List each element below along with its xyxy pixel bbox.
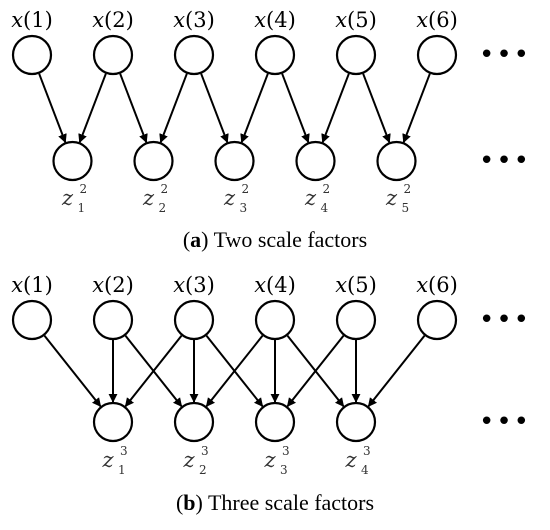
svg-text:4: 4 xyxy=(361,463,369,477)
svg-text:4: 4 xyxy=(321,201,329,215)
input-ellipsis: ••• xyxy=(479,40,531,70)
input-node-3 xyxy=(173,299,215,341)
input-label-4: x(4) xyxy=(254,8,296,32)
input-node-2 xyxy=(92,299,134,341)
svg-text:3: 3 xyxy=(120,444,128,458)
input-label-5: x(5) xyxy=(335,273,377,297)
input-node-3 xyxy=(173,34,215,76)
output-node-2 xyxy=(173,401,215,443)
svg-text:2: 2 xyxy=(242,182,250,196)
svg-text:z: z xyxy=(101,448,114,472)
edge-x4-to-z4 xyxy=(281,73,310,144)
output-ellipsis: ••• xyxy=(479,407,531,437)
svg-text:z: z xyxy=(344,448,357,472)
svg-text:2: 2 xyxy=(159,201,167,215)
output-node-2 xyxy=(133,140,174,182)
input-node-2 xyxy=(92,34,134,76)
edge-x2-to-z2 xyxy=(124,335,183,408)
edge-x3-to-z3 xyxy=(205,335,264,408)
input-node-6 xyxy=(416,34,458,76)
input-node-4 xyxy=(254,34,296,76)
output-node-5 xyxy=(376,140,417,182)
svg-text:z: z xyxy=(385,186,398,210)
input-node-1 xyxy=(11,34,53,76)
input-label-4: x(4) xyxy=(254,273,296,297)
output-node-4 xyxy=(295,140,336,182)
svg-text:2: 2 xyxy=(404,182,412,196)
input-label-1: x(1) xyxy=(11,273,53,297)
input-label-2: x(2) xyxy=(92,273,134,297)
svg-text:3: 3 xyxy=(282,444,290,458)
output-node-3 xyxy=(214,140,255,182)
svg-text:1: 1 xyxy=(78,201,86,215)
edge-x5-to-z5 xyxy=(362,73,391,144)
svg-text:z: z xyxy=(223,186,236,210)
edge-x6-to-z5 xyxy=(402,73,431,144)
input-ellipsis: ••• xyxy=(479,305,531,335)
edge-x2-to-z1 xyxy=(78,73,107,144)
svg-text:z: z xyxy=(263,448,276,472)
output-node-4 xyxy=(335,401,377,443)
svg-text:2: 2 xyxy=(323,182,331,196)
input-node-4 xyxy=(254,299,296,341)
input-label-6: x(6) xyxy=(416,273,458,297)
output-node-1 xyxy=(92,401,134,443)
output-node-3 xyxy=(254,401,296,443)
input-node-5 xyxy=(335,299,377,341)
edge-x1-to-z1 xyxy=(43,335,102,408)
output-node-1 xyxy=(52,140,93,182)
svg-text:5: 5 xyxy=(402,201,410,215)
svg-text:1: 1 xyxy=(118,463,126,477)
edge-x4-to-z4 xyxy=(286,335,345,408)
svg-text:2: 2 xyxy=(80,182,88,196)
svg-text:z: z xyxy=(142,186,155,210)
input-label-3: x(3) xyxy=(173,273,215,297)
input-label-6: x(6) xyxy=(416,8,458,32)
svg-text:3: 3 xyxy=(201,444,209,458)
svg-text:3: 3 xyxy=(363,444,371,458)
input-label-5: x(5) xyxy=(335,8,377,32)
caption-a: (a) Two scale factors xyxy=(183,227,367,252)
edge-x2-to-z2 xyxy=(119,73,148,144)
input-label-2: x(2) xyxy=(92,8,134,32)
input-node-1 xyxy=(11,299,53,341)
edge-x6-to-z4 xyxy=(367,335,426,408)
svg-text:z: z xyxy=(61,186,74,210)
svg-text:z: z xyxy=(182,448,195,472)
input-node-5 xyxy=(335,34,377,76)
caption-b: (b) Three scale factors xyxy=(176,490,374,515)
edge-x1-to-z1 xyxy=(38,73,67,144)
edge-x3-to-z3 xyxy=(200,73,229,144)
input-node-6 xyxy=(416,299,458,341)
input-label-3: x(3) xyxy=(173,8,215,32)
svg-text:2: 2 xyxy=(199,463,207,477)
svg-text:2: 2 xyxy=(161,182,169,196)
svg-text:z: z xyxy=(304,186,317,210)
edge-x5-to-z4 xyxy=(321,73,350,144)
svg-text:3: 3 xyxy=(240,201,248,215)
output-ellipsis: ••• xyxy=(479,146,531,176)
input-label-1: x(1) xyxy=(11,8,53,32)
edge-x3-to-z2 xyxy=(159,73,188,144)
edge-x4-to-z3 xyxy=(240,73,269,144)
svg-text:3: 3 xyxy=(280,463,288,477)
